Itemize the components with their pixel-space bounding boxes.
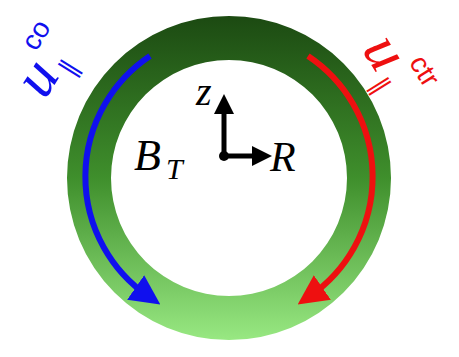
symbol-label: B: [134, 134, 161, 178]
symbol-label: ctr: [404, 50, 444, 91]
field-dot: [219, 151, 229, 161]
label-group: z: [196, 72, 286, 142]
r-axis: [224, 154, 262, 159]
symbol-label: T: [166, 154, 183, 184]
z-axis: [222, 104, 227, 156]
symbol-label: R: [270, 136, 296, 178]
ctr-flow-arrow: [308, 56, 373, 296]
label-group: R: [270, 136, 360, 206]
symbol-label: co: [16, 15, 55, 55]
label-group: BT: [134, 134, 224, 204]
green-ring: [67, 16, 391, 340]
symbol-label: z: [196, 72, 212, 112]
